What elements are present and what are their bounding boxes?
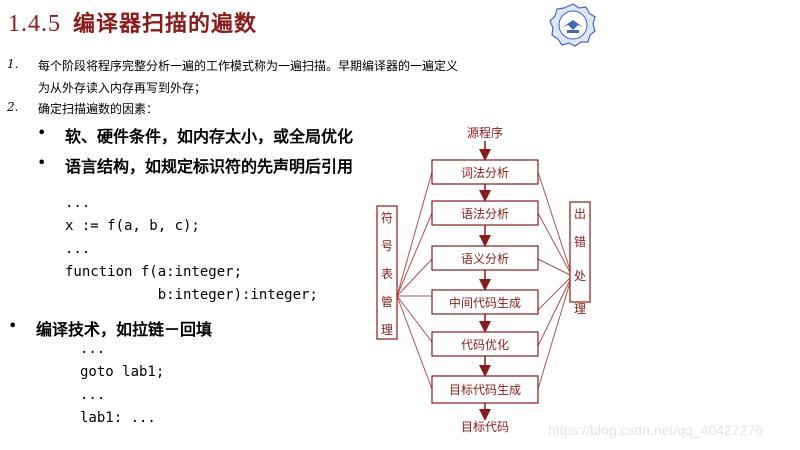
- bullet-text: 编译技术，如拉链－回填: [36, 320, 213, 339]
- section-number: 1.4.5: [8, 11, 61, 37]
- diagram-output-label: 目标代码: [461, 420, 509, 434]
- svg-text:符: 符: [381, 210, 393, 225]
- code-block-goto: ...goto lab1;...lab1: ...: [80, 341, 165, 426]
- stage-ir-gen: 中间代码生成: [449, 295, 521, 310]
- point-1: 1. 每个阶段将程序完整分析一遍的工作模式称为一遍扫描。早期编译器的一遍定义: [7, 57, 459, 74]
- bullet-dot: •: [8, 316, 18, 335]
- svg-text:处: 处: [574, 269, 586, 283]
- bullet-item: • 软、硬件条件，如内存太小，或全局优化: [37, 123, 354, 147]
- svg-text:管: 管: [381, 294, 393, 309]
- slide-title: 1.4.5 编译器扫描的遍数: [8, 6, 257, 38]
- svg-text:理: 理: [381, 323, 393, 337]
- error-handling-box: [569, 201, 591, 303]
- stage-syntax: 语法分析: [461, 207, 509, 221]
- stage-codegen: 目标代码生成: [449, 383, 521, 397]
- point-marker: 2.: [7, 100, 19, 114]
- svg-text:出: 出: [574, 207, 586, 221]
- bullet-text: 软、硬件条件，如内存太小，或全局优化: [65, 127, 354, 146]
- svg-text:号: 号: [381, 239, 393, 253]
- watermark: https://blog.csdn.net/qq_40427276: [548, 422, 763, 438]
- svg-text:理: 理: [574, 302, 586, 316]
- bullet-text: 语言结构，如规定标识符的先声明后引用: [65, 157, 354, 176]
- stage-semantic: 语义分析: [461, 252, 509, 266]
- stage-lexical: 词法分析: [461, 166, 509, 180]
- code-block-function: ...x := f(a, b, c);...function f(a:integ…: [65, 195, 318, 303]
- point-2: 2. 确定扫描遍数的因素：: [7, 100, 159, 117]
- bullet-item: • 编译技术，如拉链－回填: [8, 316, 213, 340]
- point-1-continued: 为从外存读入内存再写到外存；: [38, 79, 206, 96]
- bullet-dot: •: [37, 153, 47, 172]
- bullet-dot: •: [37, 123, 47, 142]
- point-marker: 1.: [7, 57, 19, 71]
- symbol-table-box: [376, 205, 398, 340]
- point-text: 每个阶段将程序完整分析一遍的工作模式称为一遍扫描。早期编译器的一遍定义: [38, 59, 459, 73]
- bullet-item: • 语言结构，如规定标识符的先声明后引用: [37, 153, 354, 177]
- point-text: 为从外存读入内存再写到外存；: [38, 81, 207, 95]
- svg-text:错: 错: [574, 235, 586, 249]
- diagram-input-label: 源程序: [467, 125, 503, 140]
- stage-optimize: 代码优化: [461, 338, 509, 352]
- svg-text:表: 表: [381, 267, 393, 281]
- section-title: 编译器扫描的遍数: [73, 11, 258, 37]
- university-seal-icon: [549, 3, 596, 47]
- point-text: 确定扫描遍数的因素：: [38, 102, 159, 116]
